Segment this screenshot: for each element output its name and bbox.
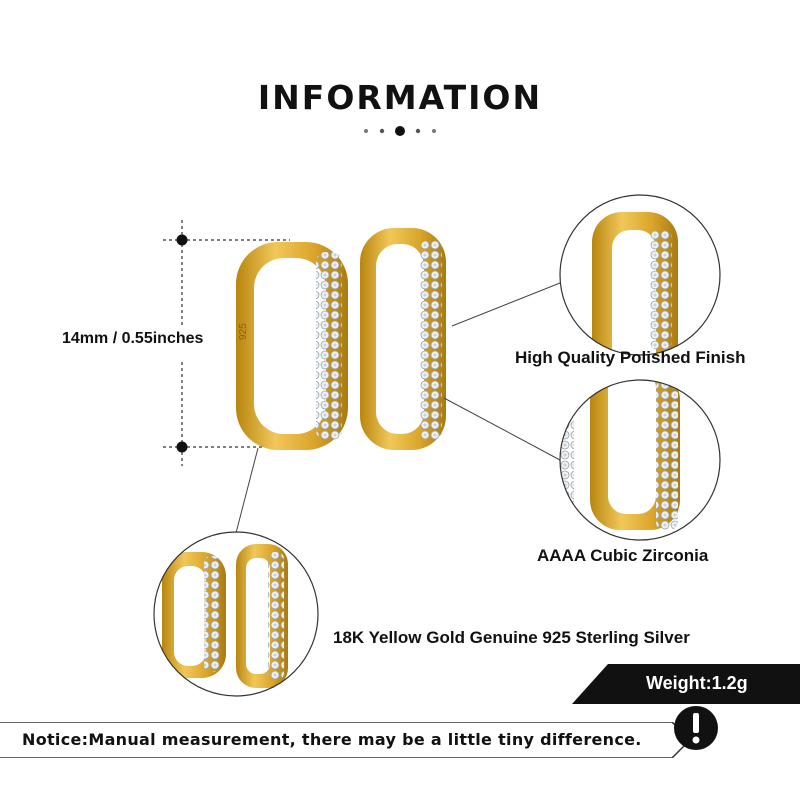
feature-finish-label: High Quality Polished Finish: [515, 348, 746, 367]
weight-badge-background: [572, 664, 800, 704]
zoom-polished-finish: [559, 194, 721, 356]
main-earring-left: 925: [236, 242, 348, 450]
feature-stones-label: AAAA Cubic Zirconia: [537, 546, 709, 565]
title-divider-dots: [364, 126, 436, 136]
feature-material-label: 18K Yellow Gold Genuine 925 Sterling Sil…: [333, 628, 690, 647]
exclamation-icon: [674, 706, 718, 750]
notice-text: Notice:Manual measurement, there may be …: [22, 730, 642, 749]
main-earring-right: [360, 228, 446, 450]
page-title: INFORMATION: [257, 78, 543, 117]
size-label: 14mm / 0.55inches: [62, 330, 204, 347]
zoom-material: [153, 531, 319, 697]
weight-badge: Weight:1.2g: [646, 673, 748, 693]
zoom-cubic-zirconia: [559, 379, 721, 541]
svg-text:925: 925: [238, 323, 249, 340]
